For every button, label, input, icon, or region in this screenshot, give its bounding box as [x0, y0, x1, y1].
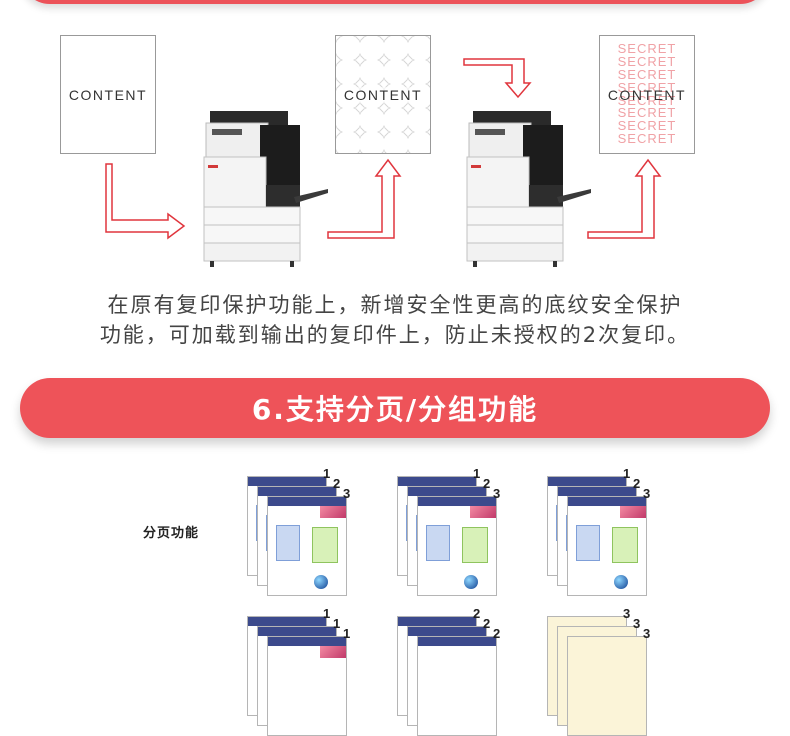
page-number: 2	[483, 616, 491, 631]
original-document-label: CONTENT	[68, 86, 148, 103]
collated-set-2: 1 2 3	[397, 466, 507, 596]
copier-image-2	[466, 111, 591, 267]
feature-description: 在原有复印保护功能上，新增安全性更高的底纹安全保护 功能，可加载到输出的复印件上…	[0, 290, 790, 350]
watermark-word: SECRET	[617, 66, 677, 82]
flow-arrow-to-copier-1	[105, 163, 186, 240]
page-number: 3	[633, 616, 641, 631]
watermark-word: SECRET	[617, 130, 677, 146]
flow-arrow-to-pattern-doc	[327, 158, 402, 239]
watermark-word: SECRET	[617, 105, 677, 121]
page-number: 3	[643, 486, 651, 501]
page-number: 2	[483, 476, 491, 491]
watermark-word: SECRET	[617, 41, 677, 57]
description-line-1: 在原有复印保护功能上，新增安全性更高的底纹安全保护	[107, 293, 683, 317]
page-number: 3	[623, 606, 631, 621]
original-document: CONTENT	[60, 35, 156, 154]
page-number: 1	[323, 606, 331, 621]
description-line-2: 功能，可加载到输出的复印件上，防止未授权的2次复印。	[99, 323, 691, 347]
secret-watermark: SECRET SECRET SECRET SECRET SECRET SECRE…	[600, 36, 694, 153]
pattern-document-label: CONTENT	[343, 86, 423, 103]
page-number: 3	[343, 486, 351, 501]
page-number: 1	[343, 626, 351, 641]
watermark-word: SECRET	[617, 118, 677, 134]
page-number: 2	[493, 626, 501, 641]
watermark-word: SECRET	[617, 79, 677, 95]
grouped-set-2: 2 2 2	[397, 606, 507, 736]
collated-set-1: 1 2 3	[247, 466, 357, 596]
page-number: 3	[643, 626, 651, 641]
page-number: 1	[473, 466, 481, 481]
collated-set-3: 1 2 3	[547, 466, 657, 596]
section-title: 6.支持分页/分组功能	[251, 393, 539, 426]
grouped-set-3: 3 3 3	[547, 606, 657, 736]
flow-arrow-to-secret-doc	[587, 158, 662, 239]
page-number: 2	[473, 606, 481, 621]
page-number: 1	[323, 466, 331, 481]
page-number: 1	[333, 616, 341, 631]
section-header-banner: 6.支持分页/分组功能	[20, 378, 770, 438]
secret-watermark-document: SECRET SECRET SECRET SECRET SECRET SECRE…	[599, 35, 695, 154]
copier-image-1	[203, 111, 328, 267]
collate-row-label: 分页功能	[143, 526, 200, 541]
page-number: 3	[493, 486, 501, 501]
page-number: 1	[623, 466, 631, 481]
pattern-document: CONTENT	[335, 35, 431, 154]
secret-document-label: CONTENT	[607, 86, 687, 103]
page-number: 2	[633, 476, 641, 491]
watermark-word: SECRET	[617, 54, 677, 70]
flow-arrow-to-copier-2	[463, 58, 532, 99]
grouped-set-1: 1 1 1	[247, 606, 357, 736]
page-number: 2	[333, 476, 341, 491]
previous-section-banner	[20, 0, 770, 4]
watermark-word: SECRET	[617, 92, 677, 108]
